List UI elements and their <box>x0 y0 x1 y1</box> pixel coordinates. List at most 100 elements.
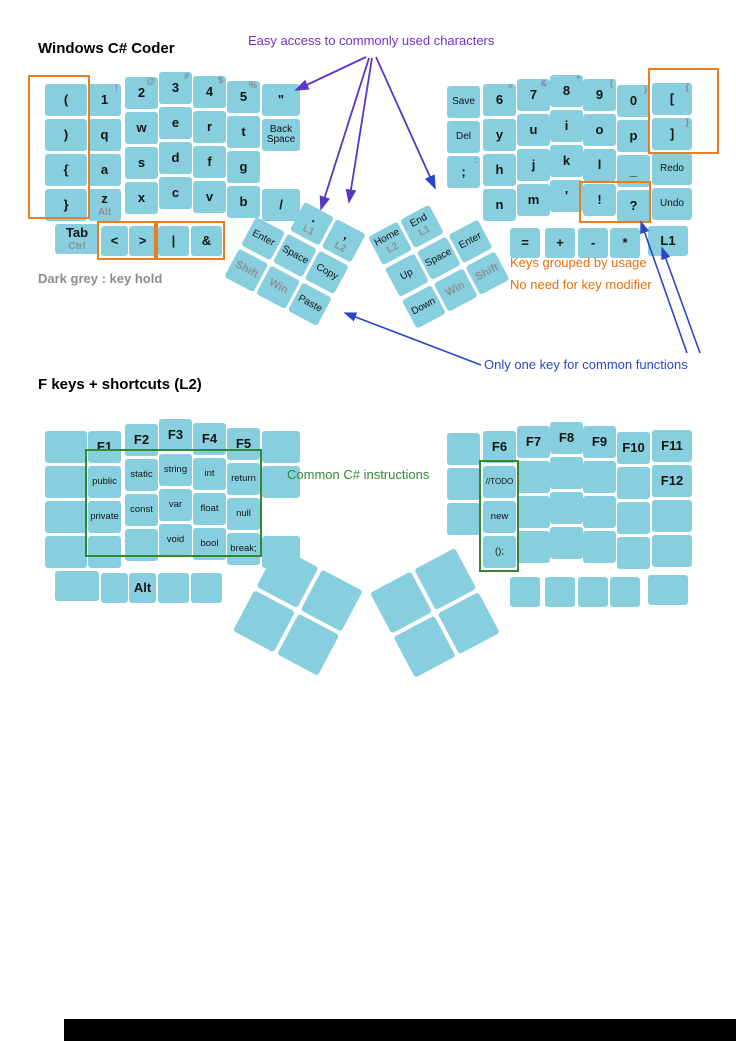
key-sym: ( <box>45 84 87 116</box>
key-label: //TODO <box>485 476 514 486</box>
blank-key <box>617 467 650 499</box>
blank-key <box>447 503 480 535</box>
highlight-box-angle-brackets <box>97 221 158 260</box>
key-sym: { <box>45 154 87 186</box>
key-e: e <box>159 107 192 139</box>
key-shift-label: ^ <box>507 84 513 93</box>
key-shift-label: % <box>248 81 257 90</box>
key-label: F12 <box>660 473 684 489</box>
blank-key <box>158 573 189 603</box>
key-label: F10 <box>622 440 645 456</box>
key-label: 1 <box>100 92 109 108</box>
key-label: [ <box>669 91 675 107</box>
key-hold-label: Alt <box>97 206 112 218</box>
key-label: < <box>110 233 119 249</box>
highlight-box-csharp-keywords-left <box>85 449 262 557</box>
blank-key <box>191 573 222 603</box>
key-hold-label: L2 <box>332 239 349 255</box>
blank-key <box>578 577 608 607</box>
key-label: k <box>562 153 571 169</box>
key-sym: }] <box>652 118 692 150</box>
blank-key <box>610 577 640 607</box>
key-sym: < <box>101 226 128 256</box>
key-sym: {[ <box>652 83 692 115</box>
key-label: public <box>92 476 117 488</box>
key-sym: ! <box>583 184 616 216</box>
key-f8: F8 <box>550 422 583 454</box>
blank-key <box>45 466 87 498</box>
key-label: . <box>309 210 320 226</box>
key-label: null <box>236 508 251 520</box>
key-string: string <box>159 454 192 486</box>
key-label: Enter <box>250 227 277 249</box>
key-label: static <box>130 469 153 481</box>
key-label: j <box>531 157 536 173</box>
key-shift-label: & <box>540 79 548 88</box>
blank-key <box>55 571 99 601</box>
key-sym: ? <box>617 190 650 222</box>
key-label: | <box>171 233 176 249</box>
blank-key <box>583 531 616 563</box>
key-private: private <box>88 501 121 533</box>
key-alt: Alt <box>129 573 156 603</box>
note-no-modifier: No need for key modifier <box>510 277 652 292</box>
key-shift-label: ( <box>610 79 613 88</box>
key-label: ] <box>669 126 675 142</box>
key-f11: F11 <box>652 430 692 462</box>
key-u: u <box>517 114 550 146</box>
key-label: v <box>205 189 214 205</box>
key-label: ' <box>564 188 569 204</box>
key-float: float <box>193 493 226 525</box>
key-label: Undo <box>660 197 684 209</box>
key-label: w <box>136 120 147 136</box>
key-label: e <box>171 115 180 131</box>
note-one-key: Only one key for common functions <box>484 357 688 372</box>
key-label: const <box>130 504 153 516</box>
key-label: Del <box>455 130 471 142</box>
key-label: c <box>171 185 180 201</box>
key-label: string <box>163 464 188 476</box>
key-h: h <box>483 154 516 186</box>
footer-bar <box>64 1019 736 1041</box>
key-label: 6 <box>495 92 504 108</box>
key-shift-label: ) <box>644 85 647 94</box>
key-f5: F5 <box>227 428 260 460</box>
key-label: float <box>200 503 219 515</box>
note-easy-access: Easy access to commonly used characters <box>248 33 495 48</box>
title-main-layer: Windows C# Coder <box>38 40 175 57</box>
key-label: F3 <box>167 427 184 443</box>
key-label: Up <box>398 266 415 283</box>
key-label: q <box>100 127 109 143</box>
key-label: (); <box>495 546 504 558</box>
blank-key <box>101 573 128 603</box>
key-label: x <box>137 190 146 206</box>
key-label: Down <box>409 295 438 318</box>
key-label: " <box>277 92 285 108</box>
key-label: 3 <box>171 80 180 96</box>
key-shift-label: @ <box>146 77 155 86</box>
key-bool: bool <box>193 528 226 560</box>
key-f10: F10 <box>617 432 650 464</box>
key-v: v <box>193 181 226 213</box>
key-s: s <box>125 147 158 179</box>
key-label: s <box>137 155 146 171</box>
key-label: y <box>495 127 504 143</box>
key-back-space: Back Space <box>262 119 300 151</box>
key-label: Enter <box>457 230 484 252</box>
key-label: bool <box>200 538 219 550</box>
key-label: ! <box>597 192 602 208</box>
key-label: Space <box>280 243 311 267</box>
key-del: Del <box>447 121 480 153</box>
key-label: Redo <box>660 162 684 174</box>
highlight-box-square-brackets <box>648 68 719 154</box>
key-label: = <box>521 235 529 251</box>
key-shift-label: ! <box>115 84 118 93</box>
key-label: F8 <box>558 430 575 446</box>
key-label: + <box>556 235 564 251</box>
key-label: Back Space <box>266 123 296 145</box>
key-label: int <box>204 468 215 480</box>
key-shift-label: # <box>183 72 189 81</box>
key-var: var <box>159 489 192 521</box>
